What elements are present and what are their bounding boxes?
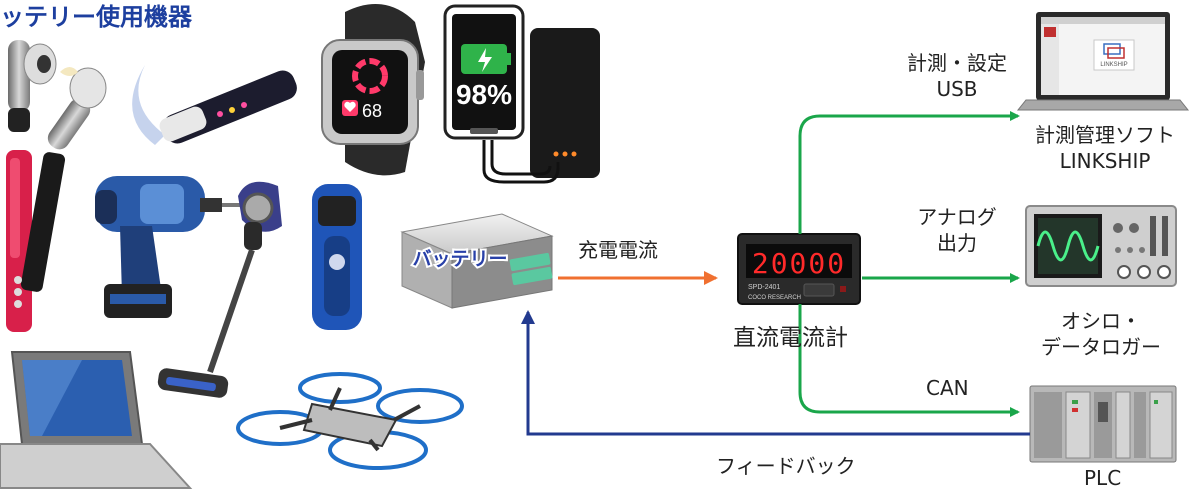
shaver-icon (312, 184, 362, 330)
smartphone-icon: 98% (443, 4, 525, 140)
software-caption-line2: LINKSHIP (1059, 149, 1151, 173)
battery-label: バッテリー (412, 248, 507, 270)
laptop-icon (0, 351, 193, 489)
can-arrow (798, 304, 1020, 417)
watch-value: 68 (362, 101, 382, 121)
scope-caption: オシロ・ データロガー (1026, 308, 1176, 360)
scope-caption-line2: データロガー (1041, 335, 1161, 359)
usb-label: 計測・設定 USB (882, 50, 1032, 102)
diagram-title: ッテリー使用機器 (0, 3, 192, 31)
plc-icon (1029, 385, 1177, 463)
analog-label-line2: 出力 (937, 231, 977, 255)
drone-icon (236, 372, 464, 470)
software-caption-line1: 計測管理ソフト (1035, 123, 1175, 147)
analog-output-label: アナログ 出力 (892, 204, 1022, 256)
smartwatch-icon: 68 (321, 4, 425, 176)
charge-current-label: 充電電流 (578, 238, 658, 262)
heated-tobacco-icon (132, 65, 297, 145)
usb-arrow (798, 111, 1020, 234)
earbuds-icon (8, 40, 107, 150)
meter-model: SPD-2401 (748, 284, 780, 291)
oscilloscope-icon (1025, 205, 1177, 287)
meter-display: 20000 (752, 247, 846, 280)
can-label: CAN (926, 376, 969, 400)
hair-iron-icon (6, 150, 66, 332)
power-bank-icon (482, 28, 600, 184)
software-screen-text: LINKSHIP (1100, 62, 1127, 68)
dc-ammeter-caption: 直流電流計 (733, 325, 848, 351)
impact-driver-icon (95, 176, 246, 318)
dc-ammeter-icon: 20000 SPD-2401 COCO RESEARCH (737, 233, 861, 305)
feedback-arrow (521, 310, 1030, 436)
phone-battery-percent: 98% (456, 79, 512, 110)
feedback-label: フィードバック (716, 454, 856, 478)
plc-caption: PLC (1084, 466, 1122, 490)
analog-label-line1: アナログ (917, 205, 997, 229)
usb-label-line1: 計測・設定 (907, 51, 1007, 75)
software-caption: 計測管理ソフト LINKSHIP (1020, 122, 1190, 174)
software-laptop-icon: LINKSHIP (1016, 12, 1190, 111)
stick-vacuum-icon (157, 181, 282, 398)
usb-label-line2: USB (936, 77, 978, 101)
meter-brand: COCO RESEARCH (748, 295, 801, 301)
scope-caption-line1: オシロ・ (1061, 309, 1141, 333)
battery-box (400, 213, 554, 309)
